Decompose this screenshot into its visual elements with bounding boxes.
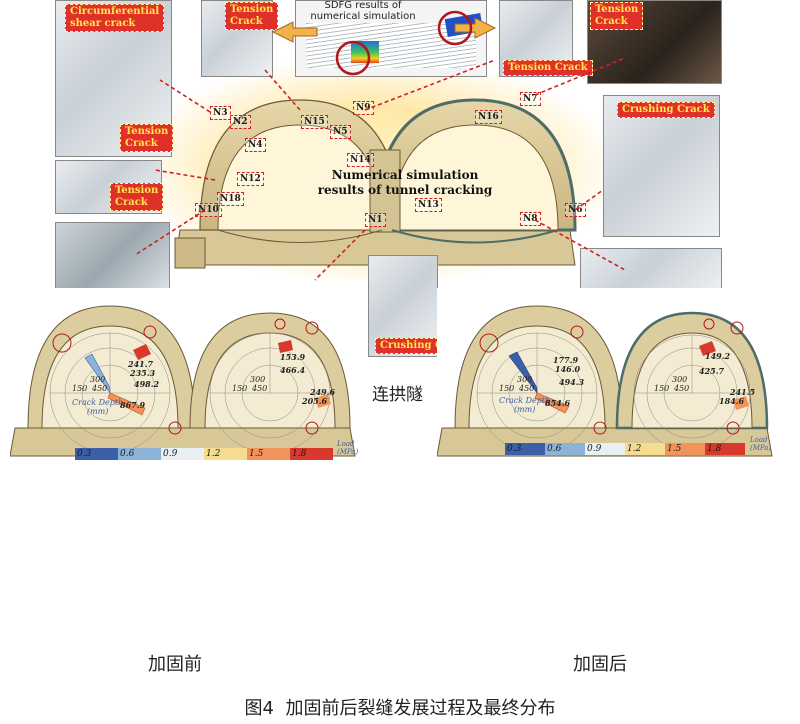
photo-right-2 — [603, 95, 720, 237]
value-after-l3: 494.3 — [559, 377, 585, 387]
radial-tick-before-r300: 300 — [250, 375, 266, 384]
partial-chinese-text: 连拱隧 — [372, 385, 423, 405]
crack-label-tension-1: Tension Crack — [120, 124, 174, 152]
legend-before-c5: 1.8 — [290, 448, 333, 460]
node-n8: N8 — [520, 212, 541, 226]
crack-label-tension-3: Tension Crack — [225, 2, 279, 30]
radial-tick-before-r450: 450 — [252, 384, 268, 393]
legend-before-c3: 1.2 — [204, 448, 247, 460]
legend-before-c2: 0.9 — [161, 448, 204, 460]
radial-tick-after-150: 150 — [499, 384, 515, 393]
node-n9: N9 — [353, 101, 374, 115]
legend-before-c4: 1.5 — [247, 448, 290, 460]
value-after-r1: 149.2 — [705, 351, 731, 361]
crack-depth-label-after: Crack Depth (mm) — [499, 396, 551, 414]
legend-before-c1: 0.6 — [118, 448, 161, 460]
legend-after-c5: 1.8 — [705, 443, 745, 455]
panel-after: Crack Depth (mm) 300 150 450 177.9 146.0… — [437, 288, 782, 463]
node-n15: N15 — [301, 115, 328, 129]
legend-after-c2: 0.9 — [585, 443, 625, 455]
node-n3: N3 — [210, 106, 231, 120]
legend-after-c0: 0.3 — [505, 443, 545, 455]
value-before-l4: 867.9 — [120, 400, 146, 410]
node-n10: N10 — [195, 203, 222, 217]
legend-before-c0: 0.3 — [75, 448, 118, 460]
node-n4: N4 — [245, 138, 266, 152]
value-before-r4: 205.6 — [302, 396, 328, 406]
crack-label-tension-5: Tension Crack — [590, 2, 644, 30]
sdfg-color-block — [351, 41, 379, 63]
radial-tick-after-r450: 450 — [674, 384, 690, 393]
crack-label-circumferential: Circumferential shear crack — [65, 4, 165, 32]
sdfg-caption: SDFG results of numerical simulation — [310, 0, 416, 22]
legend-before: 0.3 0.6 0.9 1.2 1.5 1.8 — [75, 448, 333, 460]
radial-tick-before-r150: 150 — [232, 384, 248, 393]
photo-right-3 — [580, 248, 722, 295]
value-after-r3: 241.5 — [730, 387, 756, 397]
value-before-l1: 241.7 — [128, 359, 154, 369]
tunnel-before — [10, 305, 356, 457]
legend-after-c1: 0.6 — [545, 443, 585, 455]
crack-depth-label-before: Crack Depth (mm) — [72, 398, 124, 416]
legend-after: 0.3 0.6 0.9 1.2 1.5 1.8 — [505, 443, 745, 455]
radial-tick-before-300: 300 — [90, 375, 106, 384]
radial-tick-after-r300: 300 — [672, 375, 688, 384]
caption-after: 加固后 — [573, 654, 627, 675]
value-after-l1: 177.9 — [553, 355, 579, 365]
photo-left-3 — [55, 222, 170, 294]
radial-tick-before-150: 150 — [72, 384, 88, 393]
radial-tick-after-300: 300 — [517, 375, 533, 384]
legend-unit-before: Load (MPa) — [337, 440, 359, 456]
value-after-l2: 146.0 — [555, 364, 581, 374]
legend-unit-after: Load (MPa) — [750, 436, 772, 452]
figure-caption: 图4 加固前后裂缝发展过程及最终分布 — [244, 698, 556, 719]
node-n2: N2 — [230, 115, 251, 129]
node-n1: N1 — [365, 213, 386, 227]
value-before-r3: 249.6 — [310, 387, 336, 397]
value-before-l3: 498.2 — [134, 379, 160, 389]
value-before-l2: 235.3 — [130, 368, 156, 378]
node-n13: N13 — [415, 198, 442, 212]
center-title: Numerical simulation results of tunnel c… — [317, 168, 493, 197]
top-figure: Numerical simulation results of tunnel c… — [55, 0, 722, 300]
legend-after-c4: 1.5 — [665, 443, 705, 455]
panel-before: Crack Depth (mm) 300 150 450 241.7 235.3… — [10, 288, 368, 463]
value-after-l4: 854.6 — [545, 398, 571, 408]
node-n14: N14 — [347, 153, 374, 167]
tunnel-drawing — [174, 98, 577, 269]
value-before-r2: 466.4 — [280, 365, 306, 375]
value-after-r4: 184.6 — [719, 396, 745, 406]
node-n12: N12 — [237, 172, 264, 186]
radial-tick-after-r150: 150 — [654, 384, 670, 393]
crack-label-crushing-1: Crushing Crack — [617, 102, 715, 118]
value-after-r2: 425.7 — [699, 366, 725, 376]
radial-tick-after-450: 450 — [519, 384, 535, 393]
node-n5: N5 — [330, 125, 351, 139]
node-n18: N18 — [217, 192, 244, 206]
value-before-r1: 153.9 — [280, 352, 306, 362]
node-n16: N16 — [475, 110, 502, 124]
caption-before: 加固前 — [148, 654, 202, 675]
tunnel-after — [437, 305, 773, 457]
crack-label-tension-4: Tension Crack — [503, 60, 593, 76]
legend-after-c3: 1.2 — [625, 443, 665, 455]
crack-label-tension-2: Tension Crack — [110, 183, 164, 211]
connector-arrows — [134, 10, 626, 281]
radial-tick-before-450: 450 — [92, 384, 108, 393]
